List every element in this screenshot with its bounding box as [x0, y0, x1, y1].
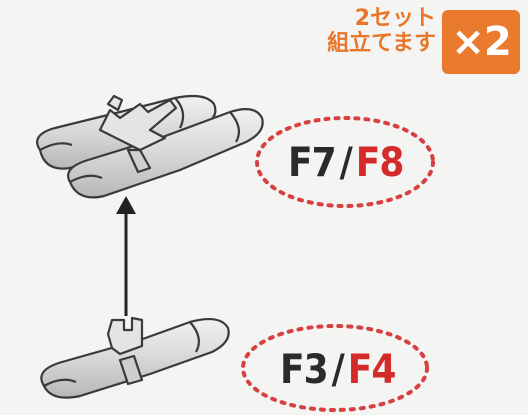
part-number-separator: /: [339, 140, 353, 186]
part-number-label-bottom: F3/F4: [280, 347, 397, 393]
single-part-illustration: [40, 316, 230, 399]
set-count-note: 2セット 組立てます: [327, 6, 436, 57]
part-number-primary: F7: [288, 140, 337, 186]
part-number-primary: F3: [280, 347, 329, 393]
part-number-alternate: F8: [355, 140, 405, 186]
part-callout-ring-top: [255, 116, 435, 208]
assembly-arrow: [116, 196, 136, 316]
assemble-text: 組立てます: [327, 31, 436, 57]
part-number-label-top: F7/F8: [288, 140, 405, 186]
set-count-text: 2セット: [354, 6, 436, 31]
part-number-separator: /: [331, 347, 345, 393]
multiplier-badge: ×2: [442, 10, 520, 74]
part-callout-ring-bottom: [241, 324, 429, 412]
assembled-part-illustration: [36, 94, 264, 199]
part-number-alternate: F4: [347, 347, 397, 393]
